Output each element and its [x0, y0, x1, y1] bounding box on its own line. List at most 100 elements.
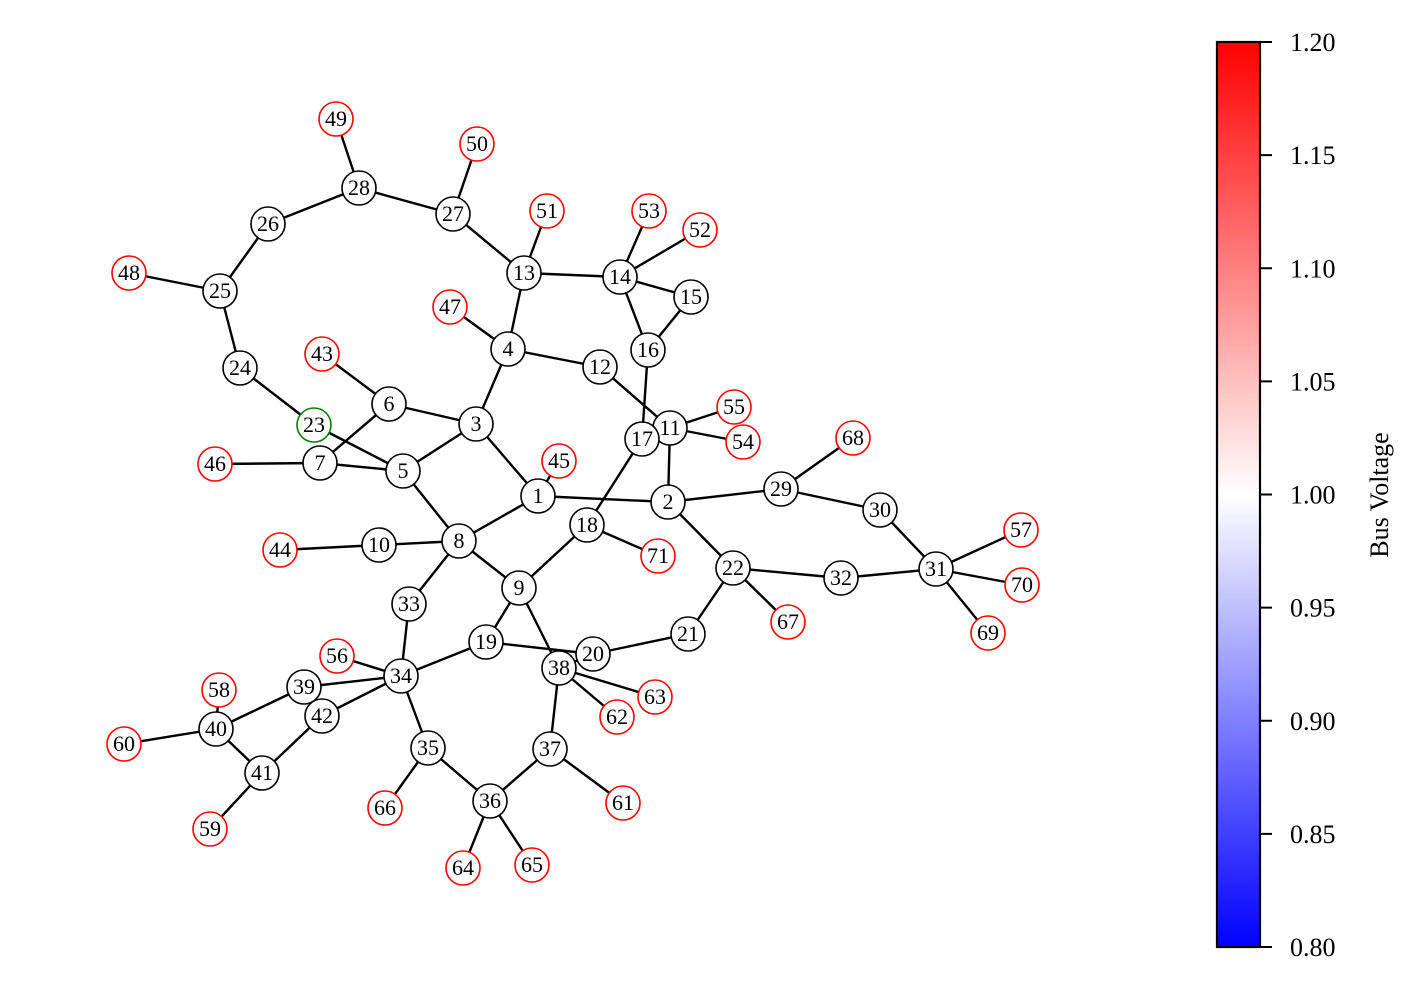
- node-label: 5: [398, 458, 409, 483]
- node-circle: [501, 570, 537, 606]
- node-circle: [435, 196, 471, 232]
- colorbar-tick-label: 1.10: [1290, 254, 1336, 283]
- node-label: 8: [454, 528, 465, 553]
- node-circle: [835, 420, 871, 456]
- node-label: 57: [1010, 517, 1032, 542]
- node-label: 55: [723, 394, 745, 419]
- colorbar-gradient: [1215, 40, 1262, 949]
- node-circle: [472, 783, 508, 819]
- node-label: 21: [677, 621, 699, 646]
- node-label: 53: [638, 198, 660, 223]
- node-circle: [630, 332, 666, 368]
- node-circle: [432, 289, 468, 325]
- node-label: 56: [326, 643, 348, 668]
- node-circle: [201, 672, 237, 708]
- colorbar-tick-label: 1.05: [1290, 367, 1336, 396]
- node-2: 2: [650, 484, 686, 520]
- node-18: 18: [569, 507, 605, 543]
- node-label: 39: [293, 674, 315, 699]
- node-14: 14: [602, 259, 638, 295]
- node-43: 43: [304, 336, 340, 372]
- node-circle: [569, 507, 605, 543]
- node-6: 6: [371, 386, 407, 422]
- node-label: 9: [514, 575, 525, 600]
- node-label: 10: [368, 532, 390, 557]
- node-61: 61: [605, 785, 641, 821]
- edge-22-32: [732, 566, 842, 580]
- node-label: 19: [475, 629, 497, 654]
- node-label: 67: [777, 609, 799, 634]
- node-circle: [673, 279, 709, 315]
- node-32: 32: [823, 560, 859, 596]
- colorbar-label: Bus Voltage: [1365, 432, 1394, 557]
- colorbar: 0.800.850.900.951.001.051.101.151.20 Bus…: [1215, 28, 1394, 962]
- node-48: 48: [111, 255, 147, 291]
- node-50: 50: [459, 126, 495, 162]
- node-69: 69: [970, 615, 1006, 651]
- edge-19-20: [485, 640, 594, 656]
- node-label: 54: [732, 429, 754, 454]
- node-label: 38: [548, 655, 570, 680]
- node-circle: [506, 255, 542, 291]
- node-24: 24: [222, 350, 258, 386]
- node-27: 27: [435, 196, 471, 232]
- node-label: 50: [466, 131, 488, 156]
- node-circle: [631, 193, 667, 229]
- node-circle: [445, 850, 481, 886]
- node-circle: [367, 790, 403, 826]
- node-5: 5: [385, 453, 421, 489]
- node-1: 1: [520, 478, 556, 514]
- node-label: 62: [606, 704, 628, 729]
- node-66: 66: [367, 790, 403, 826]
- node-55: 55: [716, 389, 752, 425]
- node-circle: [605, 785, 641, 821]
- node-circle: [391, 586, 427, 622]
- node-label: 48: [118, 260, 140, 285]
- node-label: 27: [442, 201, 464, 226]
- node-29: 29: [763, 471, 799, 507]
- node-circle: [304, 698, 340, 734]
- node-label: 34: [390, 663, 412, 688]
- node-label: 42: [311, 703, 333, 728]
- node-circle: [1004, 567, 1040, 603]
- node-4: 4: [490, 331, 526, 367]
- node-circle: [244, 755, 280, 791]
- colorbar-tick-label: 1.00: [1290, 481, 1336, 510]
- node-label: 17: [631, 426, 653, 451]
- node-circle: [862, 492, 898, 528]
- node-57: 57: [1003, 512, 1039, 548]
- node-circle: [624, 421, 660, 457]
- node-31: 31: [918, 551, 954, 587]
- node-label: 16: [637, 337, 659, 362]
- node-19: 19: [468, 624, 504, 660]
- node-label: 66: [374, 795, 396, 820]
- node-59: 59: [192, 811, 228, 847]
- node-9: 9: [501, 570, 537, 606]
- node-44: 44: [262, 532, 298, 568]
- node-circle: [715, 550, 751, 586]
- edge-2-29: [667, 487, 782, 504]
- node-circle: [371, 386, 407, 422]
- node-38: 38: [541, 650, 577, 686]
- node-label: 29: [770, 476, 792, 501]
- node-circle: [970, 615, 1006, 651]
- node-41: 41: [244, 755, 280, 791]
- node-circle: [286, 669, 322, 705]
- colorbar-tick-label: 0.80: [1290, 933, 1336, 962]
- node-circle: [599, 699, 635, 735]
- node-20: 20: [575, 636, 611, 672]
- node-3: 3: [458, 406, 494, 442]
- node-label: 61: [612, 790, 634, 815]
- node-26: 26: [250, 206, 286, 242]
- colorbar-tick-label: 1.20: [1290, 28, 1336, 57]
- node-circle: [459, 126, 495, 162]
- node-label: 31: [925, 556, 947, 581]
- node-circle: [541, 650, 577, 686]
- node-label: 40: [205, 716, 227, 741]
- node-33: 33: [391, 586, 427, 622]
- node-52: 52: [682, 212, 718, 248]
- node-circle: [222, 350, 258, 386]
- node-label: 64: [452, 855, 474, 880]
